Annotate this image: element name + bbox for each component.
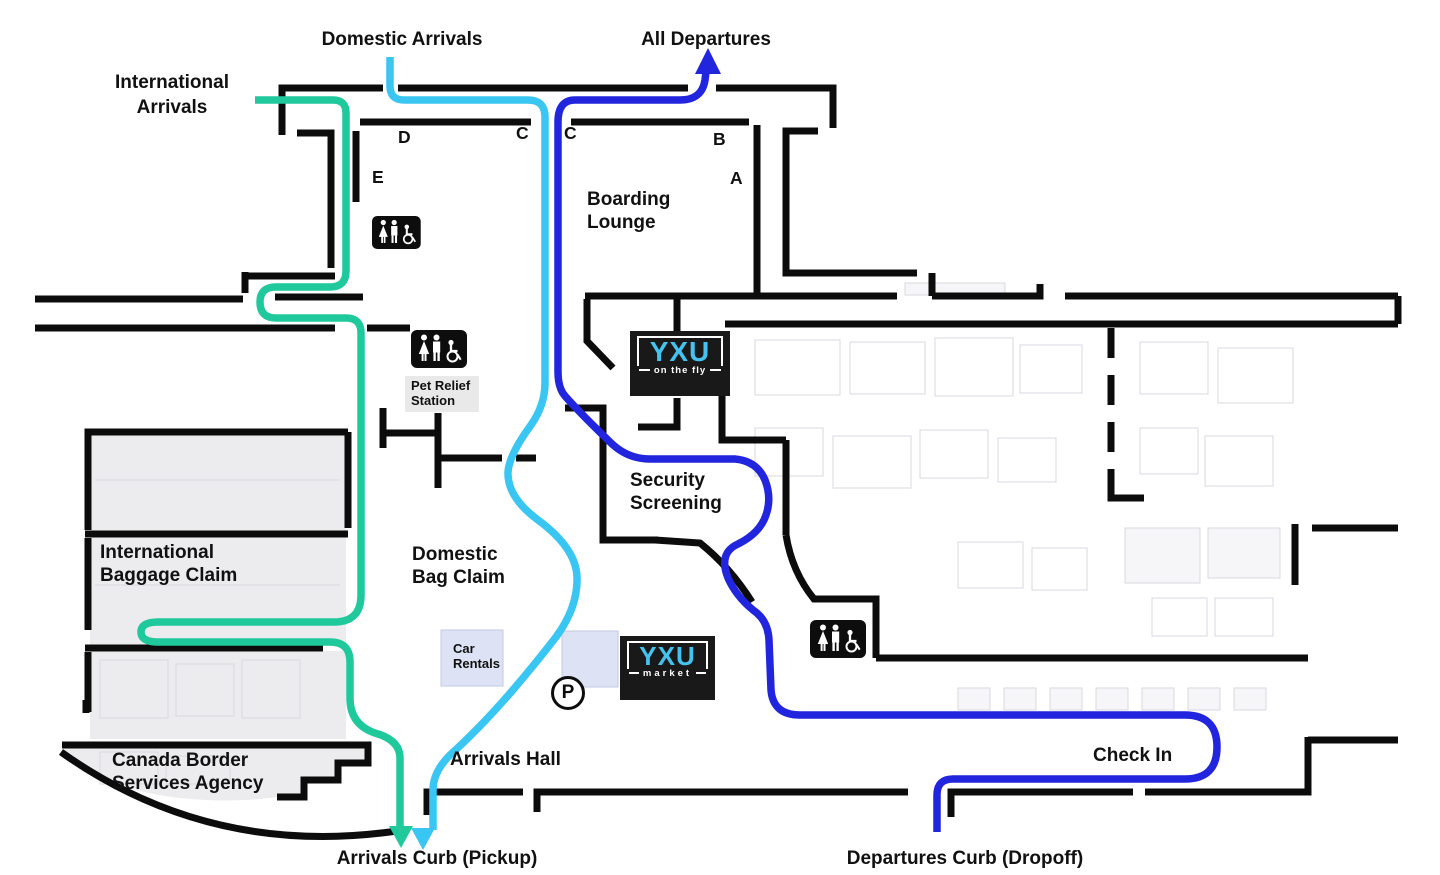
domestic-bag-claim-label: Domestic Bag Claim (412, 544, 505, 589)
parking-icon: P (551, 676, 585, 710)
boarding-lounge-label: Boarding Lounge (587, 189, 671, 234)
domestic-arrivals-down-arrow-icon (411, 828, 435, 850)
pet-relief-box (405, 376, 479, 412)
international-arrivals-label: International Arrivals (114, 72, 229, 119)
yxu-market-tagline: market (629, 668, 706, 679)
car-rentals-label: Car Rentals (453, 641, 500, 671)
security-screening-label: Security Screening (630, 470, 722, 515)
route-domestic-arrivals (386, 57, 581, 850)
gate-e-label: E (372, 167, 384, 187)
gate-b-label: B (713, 129, 726, 149)
yxu-market-name: YXU (639, 641, 696, 671)
domestic-arrivals-label: Domestic Arrivals (321, 29, 483, 50)
restroom-accessible-icon (409, 328, 469, 370)
check-in-label: Check In (1093, 745, 1173, 766)
gate-d-label: D (398, 127, 411, 147)
yxu-market-logo: YXU market (620, 636, 715, 700)
yxu-on-the-fly-tagline: on the fly (639, 365, 721, 376)
arrivals-curb-label: Arrivals Curb (Pickup) (336, 848, 538, 869)
arrivals-hall-label: Arrivals Hall (450, 749, 561, 770)
pet-relief-station-label: Pet Relief Station (411, 378, 471, 408)
restroom-accessible-icon (808, 618, 868, 660)
route-all-departures (554, 48, 1221, 832)
route-international-arrivals (137, 96, 413, 848)
all-departures-up-arrow-icon (695, 48, 721, 74)
canada-border-services-agency-label: Canada Border Services Agency (112, 750, 264, 795)
gate-c-right-label: C (564, 123, 577, 143)
car-rentals-box (440, 629, 504, 687)
gate-a-label: A (730, 168, 743, 188)
terminal-walls (35, 84, 1402, 840)
yxu-on-the-fly-logo: YXU on the fly (630, 331, 730, 396)
hall-fills (63, 434, 368, 801)
yxu-on-the-fly-name: YXU (649, 336, 711, 367)
gate-c-left-label: C (516, 123, 529, 143)
departures-curb-label: Departures Curb (Dropoff) (846, 848, 1084, 869)
all-departures-label: All Departures (641, 29, 771, 50)
international-baggage-claim-label: International Baggage Claim (100, 542, 238, 587)
restroom-accessible-icon (370, 214, 422, 251)
international-arrivals-down-arrow-icon (389, 826, 413, 848)
